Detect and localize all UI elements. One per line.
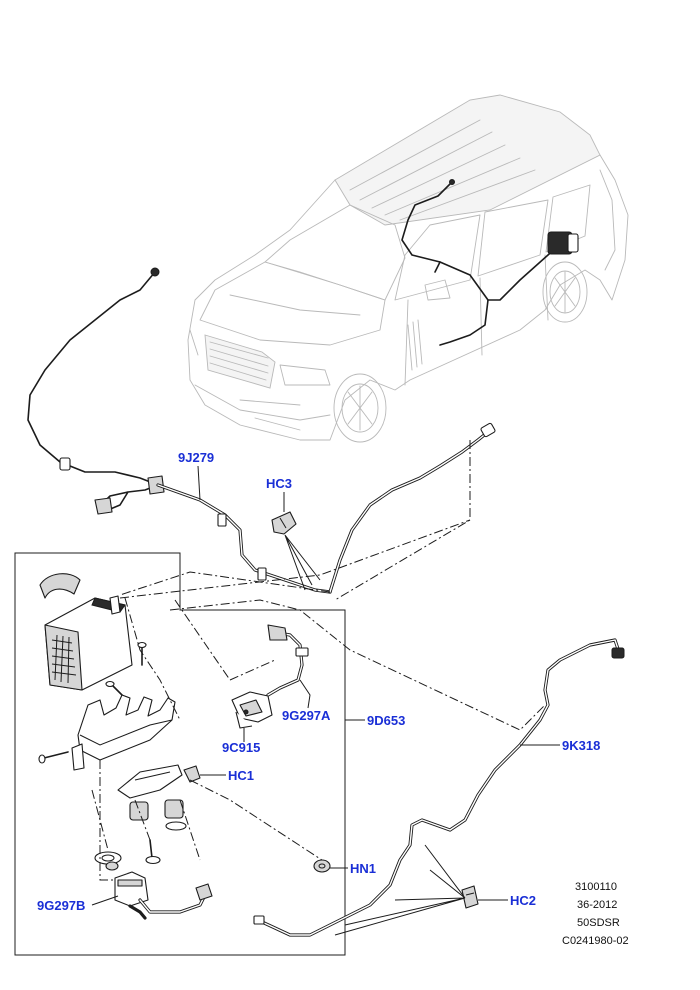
lower-canister-hose-9g297b [114, 871, 213, 920]
nut-hn1-part [313, 859, 331, 873]
vehicle-hood [199, 261, 386, 346]
callout-hn1: HN1 [350, 861, 376, 876]
vehicle-front-wheel [333, 373, 387, 443]
callout-9c915: 9C915 [222, 740, 260, 755]
fuel-vapour-pipe-9j279 [27, 267, 496, 594]
callout-hc3: HC3 [266, 476, 292, 491]
vehicle-wiring-harness [401, 179, 579, 346]
vehicle-illustration [187, 94, 629, 443]
rubber-isolators [129, 799, 187, 831]
callout-9k318: 9K318 [562, 738, 600, 753]
clip-hc2-part [461, 885, 479, 909]
charcoal-canister [44, 595, 133, 691]
callout-hc1: HC1 [228, 768, 254, 783]
canister-mounting-bracket [71, 694, 176, 771]
vehicle-roof [334, 94, 601, 226]
ref-line-1: 3100110 [575, 881, 617, 893]
callout-9g297b: 9G297B [37, 898, 85, 913]
fuel-vapour-pipe-9k318 [253, 638, 625, 937]
vehicle-body [187, 154, 629, 441]
callout-9j279: 9J279 [178, 450, 214, 465]
lower-bracket [117, 764, 183, 799]
vehicle-grille [204, 334, 276, 389]
canister-cap [39, 573, 81, 599]
purge-hose-9g297a [266, 624, 309, 697]
callout-hc2: HC2 [510, 893, 536, 908]
ref-line-3: 50SDSR [577, 917, 620, 929]
lower-fixings [94, 839, 161, 871]
reference-block: 3100110 36-2012 50SDSR C0241980-02 [562, 881, 629, 947]
vehicle-rear-wheel [542, 261, 588, 323]
callout-9g297a: 9G297A [282, 708, 331, 723]
clip-hc3-part [271, 511, 297, 535]
vehicle-headlight [189, 329, 331, 386]
canister-assembly-panel [14, 552, 346, 956]
ref-line-4: C0241980-02 [562, 935, 629, 947]
ref-line-2: 36-2012 [577, 899, 617, 911]
callout-9d653: 9D653 [367, 713, 405, 728]
purge-valve-9c915 [231, 691, 273, 729]
clip-hc1-part [183, 765, 201, 783]
